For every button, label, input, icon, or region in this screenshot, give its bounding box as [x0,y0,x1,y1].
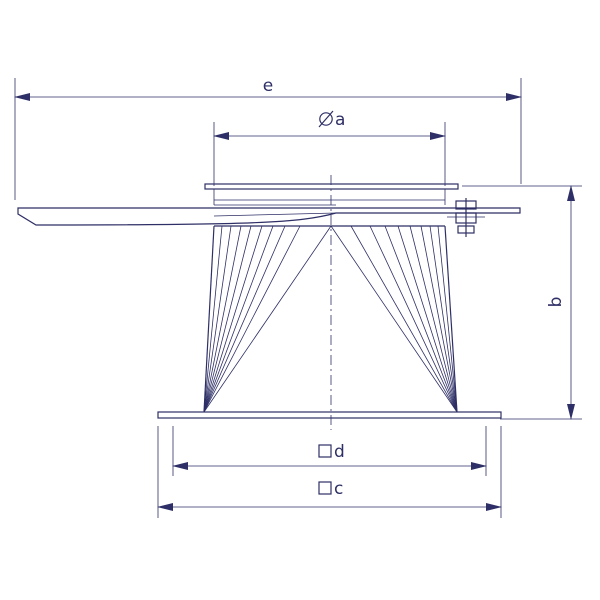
bolt-nut-bottom [457,225,475,234]
base-plate [157,411,502,419]
body-right-side [444,225,458,413]
dimension-d: d [172,426,487,476]
dimension-label-a: a [335,110,345,130]
bolt-assembly [447,198,485,237]
dimension-b: b [462,185,582,420]
left-fan-lines [203,225,332,413]
blade-inner-edge [213,212,337,217]
dimension-c: c [157,426,502,518]
square-symbol-icon [318,444,332,458]
bolt-nut-top [455,200,477,210]
body-left-side [203,225,215,413]
top-collar-flange [204,183,459,190]
top-collar [204,183,459,205]
damper-blade-outline [17,207,521,226]
dimension-label-b: b [546,297,566,308]
dimension-label-d: d [334,442,345,462]
dimension-a: a [213,110,446,186]
square-symbol-icon [318,481,332,495]
bolt-nut-mid [455,212,477,224]
dimension-label-e: e [263,76,273,96]
damper-body [203,225,458,413]
right-fan-lines [330,225,458,413]
base-flange [157,411,502,419]
diameter-symbol-icon [318,110,334,128]
dimension-e: e [14,76,522,200]
dimension-label-c: c [334,479,343,499]
damper-blade [17,204,521,226]
